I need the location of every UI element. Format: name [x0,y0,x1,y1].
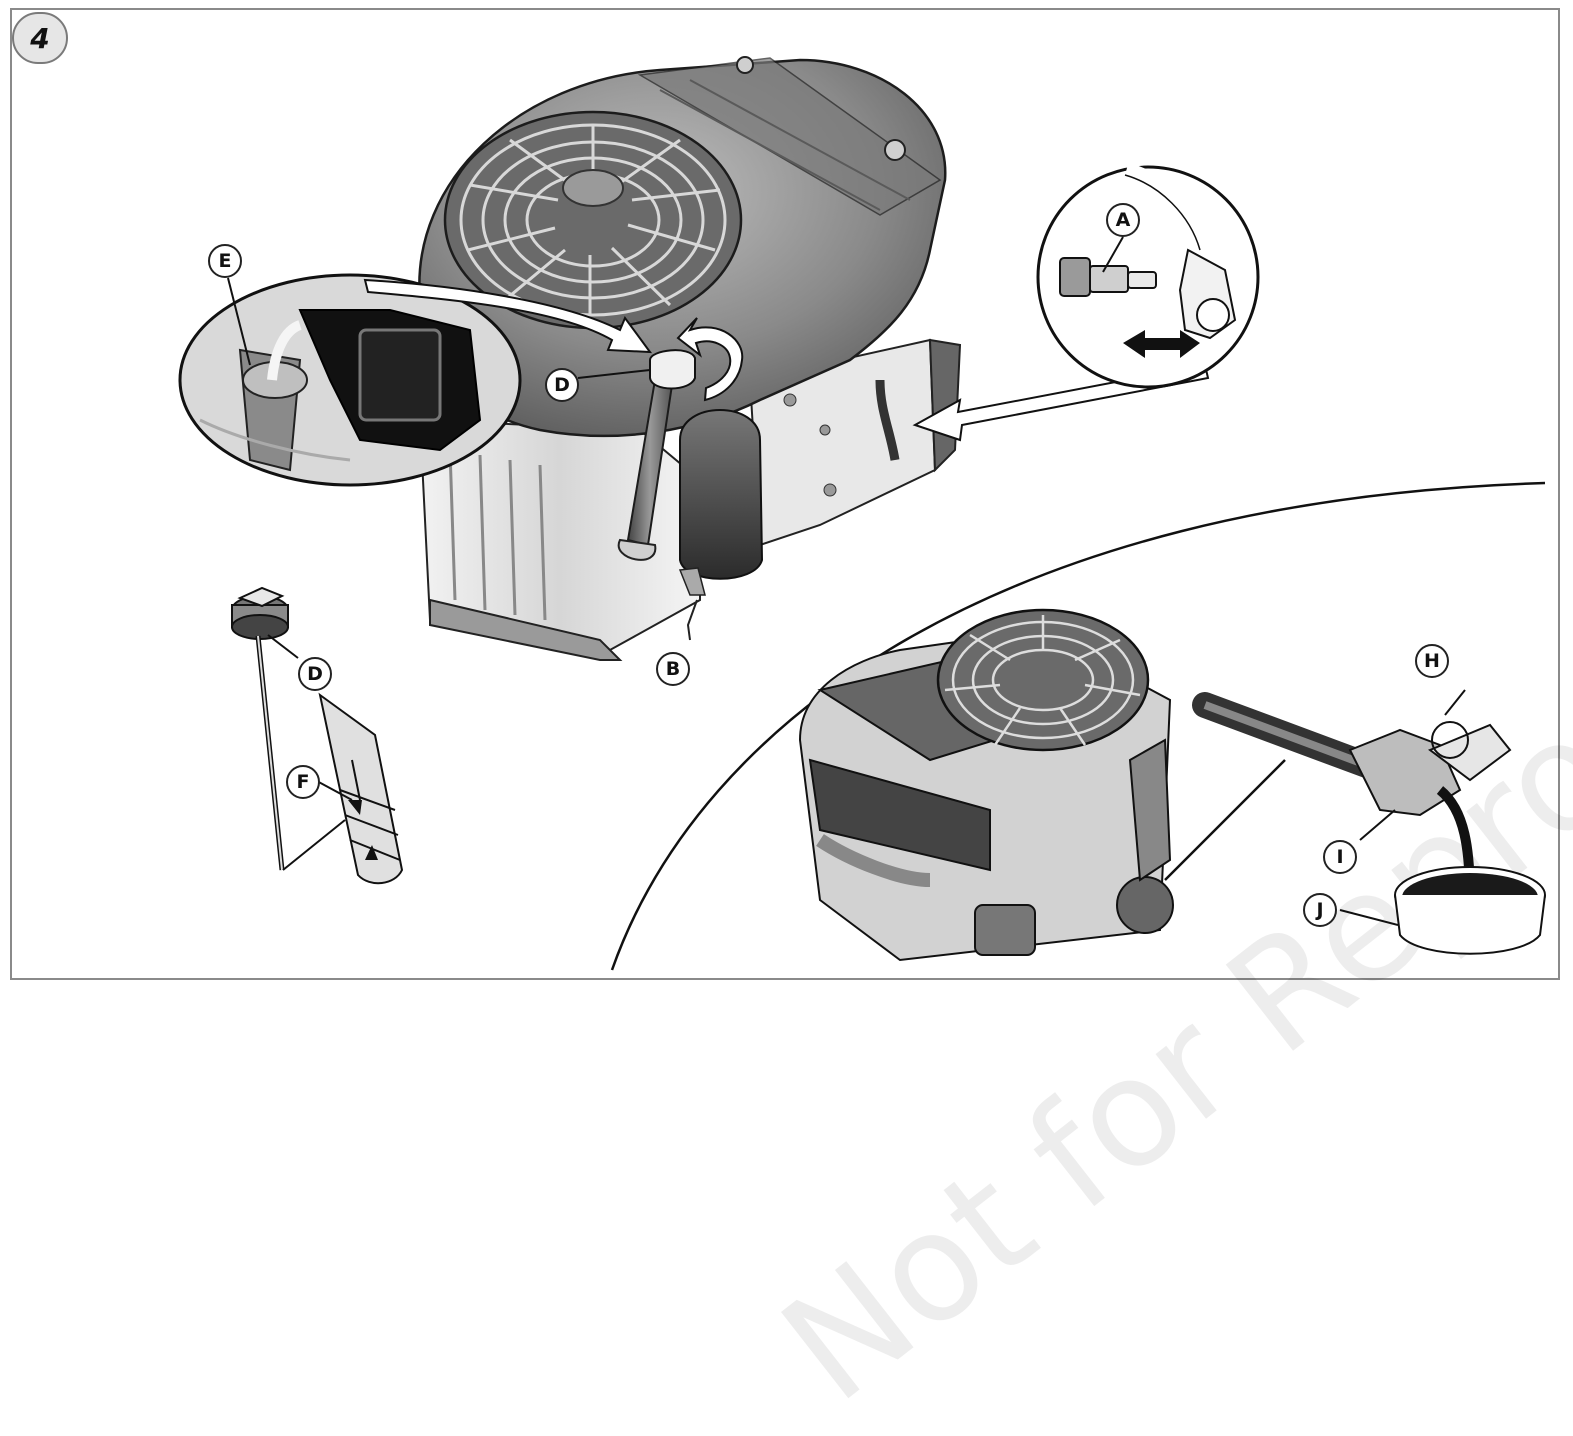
engine-illustration [178,56,1546,971]
drain-assembly [1192,689,1546,955]
fan-grille [443,110,743,330]
pointer-arrow-cap [363,278,653,354]
callout-a: A [1106,203,1140,237]
leader-lines [227,236,1124,801]
callout-h: H [1415,644,1449,678]
figure-number: 4 [12,12,68,64]
inset-engine [798,608,1286,962]
callout-i: I [1323,840,1357,874]
detail-circle-e [178,273,653,487]
callout-f: F [286,765,320,799]
diagram-stage: Not for Reproduction [10,8,1573,1436]
figure-frame [10,8,1560,980]
main-engine [418,56,1210,661]
callout-b: B [656,652,690,686]
dipstick-blade [318,692,404,885]
air-filter [679,409,764,580]
callout-d-dipstick: D [298,657,332,691]
detail-circle-a [1036,162,1260,389]
rotation-arrow [676,317,744,402]
inset-arc [610,481,1546,971]
dipstick-detail [231,586,404,885]
callout-j: J [1303,893,1337,927]
callout-d-engine: D [545,368,579,402]
callout-e: E [208,244,242,278]
dipstick-cap [649,349,696,390]
double-arrow [1123,330,1200,358]
